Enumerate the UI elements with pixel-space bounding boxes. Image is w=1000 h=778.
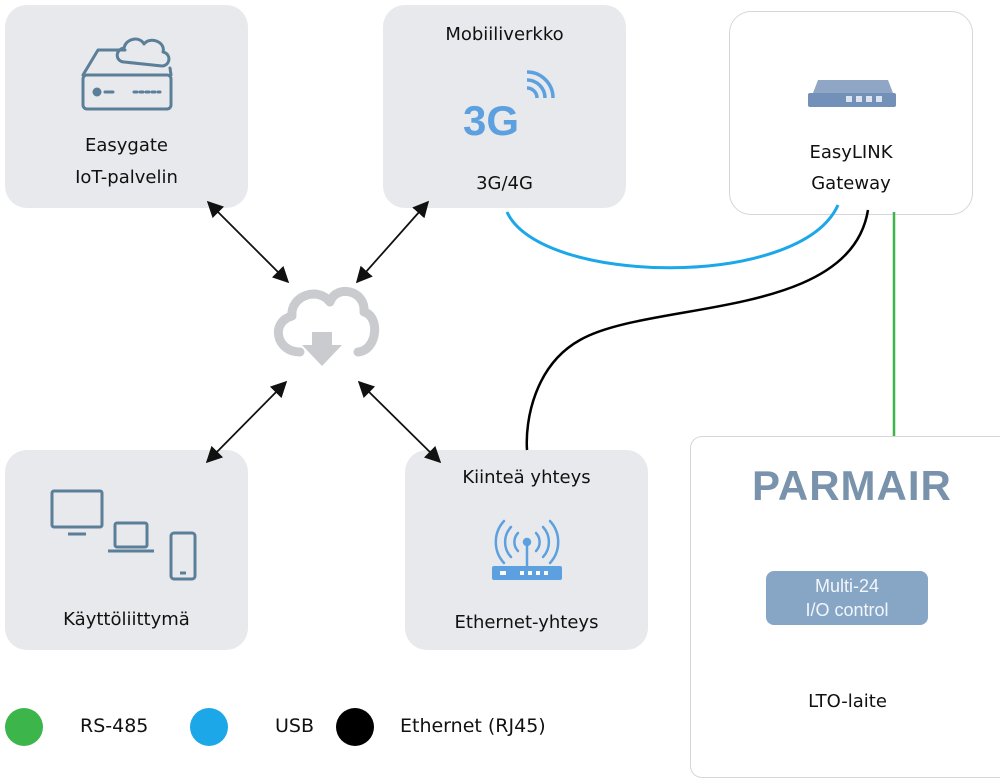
module-line2: I/O control <box>805 600 889 620</box>
server-label-line1: Easygate <box>84 135 169 156</box>
arrow-ui <box>205 380 288 464</box>
module-line1: Multi-24 <box>814 576 880 596</box>
legend-ethernet-label: Ethernet (RJ45) <box>400 715 546 737</box>
server-cloud-icon <box>81 37 173 111</box>
mobile-title: Mobiiliverkko <box>445 24 564 45</box>
fixed-label: Ethernet-yhteys <box>454 612 599 633</box>
arrow-server <box>206 200 290 284</box>
arrow-mobile <box>355 200 430 284</box>
legend-rs485-swatch <box>5 708 43 746</box>
gateway-label-line2: Gateway <box>811 173 891 194</box>
device-label: LTO-laite <box>808 691 887 712</box>
fixed-title: Kiinteä yhteys <box>462 467 591 488</box>
wifi-router-icon <box>492 519 562 580</box>
legend-rs485-label: RS-485 <box>80 715 149 737</box>
diagram-lines: 3G <box>50 37 896 581</box>
mobile-label: 3G/4G <box>476 173 533 194</box>
ui-label: Käyttöliittymä <box>63 609 190 630</box>
svg-text:3G: 3G <box>463 97 519 144</box>
gateway-box <box>729 11 973 215</box>
cloud-download-icon <box>273 287 380 357</box>
server-label-line2: IoT-palvelin <box>75 167 178 188</box>
gateway-label-line1: EasyLINK <box>809 142 893 163</box>
legend-usb-label: USB <box>275 715 315 737</box>
ethernet-connection <box>525 209 870 451</box>
usb-connection <box>505 204 840 270</box>
legend-ethernet-swatch <box>336 708 374 746</box>
mobile-box <box>383 5 626 208</box>
signal-3g-icon: 3G <box>463 70 555 144</box>
device-brand-logo: PARMAIR <box>752 462 952 509</box>
arrow-fixed <box>357 380 442 464</box>
server-box <box>5 5 248 208</box>
router-icon <box>808 80 896 107</box>
legend-usb-swatch <box>190 708 228 746</box>
devices-icon <box>50 489 197 581</box>
device-module: Multi-24 I/O control <box>766 571 928 625</box>
